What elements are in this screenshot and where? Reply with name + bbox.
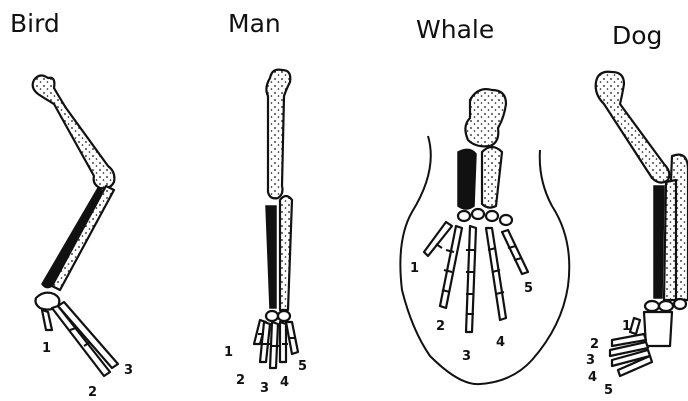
bird-digit-label: 3 xyxy=(124,363,133,378)
bird-humerus xyxy=(33,75,115,188)
dog-title: Dog xyxy=(612,21,662,50)
whale-carpal xyxy=(472,209,484,219)
whale-digit-3 xyxy=(466,226,476,332)
dog-metacarpals xyxy=(644,312,672,346)
whale-radius xyxy=(482,147,502,208)
man-digit-label: 2 xyxy=(236,373,245,388)
whale-digit-label: 1 xyxy=(410,261,419,276)
dog-forelimb xyxy=(596,72,688,376)
man-carpal xyxy=(266,311,278,321)
whale-carpal xyxy=(486,211,498,221)
man-digit-label: 5 xyxy=(298,359,307,374)
dog-carpal xyxy=(674,299,686,309)
whale-humerus xyxy=(465,89,506,146)
man-arm xyxy=(254,70,298,368)
whale-title: Whale xyxy=(416,15,494,44)
bird-digit-label: 2 xyxy=(88,385,97,400)
man-finger-4 xyxy=(280,322,286,362)
man-digit-label: 4 xyxy=(280,375,289,390)
whale-digit-label: 4 xyxy=(496,335,505,350)
whale-carpal xyxy=(458,211,470,221)
dog-panel: Dog 1 2 3 4 5 xyxy=(586,21,688,398)
dog-digit-label: 5 xyxy=(604,383,613,398)
dog-ulna xyxy=(654,186,664,298)
man-humerus xyxy=(266,70,290,199)
man-radius xyxy=(280,196,292,310)
dog-digit-label: 4 xyxy=(588,370,597,385)
dog-radius xyxy=(664,180,676,300)
bird-digit-1 xyxy=(42,310,52,330)
bird-title: Bird xyxy=(10,9,60,38)
man-digit-label: 1 xyxy=(224,345,233,360)
whale-digit-label: 2 xyxy=(436,319,445,334)
dog-carpal xyxy=(659,301,673,311)
whale-digit-4 xyxy=(486,228,506,320)
dog-digit-label: 2 xyxy=(590,337,599,352)
dog-humerus xyxy=(596,72,670,183)
whale-panel: Whale 1 2 3 4 5 xyxy=(400,15,569,384)
bird-digit-2 xyxy=(52,306,110,376)
man-panel: Man 1 2 3 4 5 xyxy=(224,9,307,396)
man-digit-label: 3 xyxy=(260,381,269,396)
bird-forelimb xyxy=(33,75,118,376)
whale-digit-label: 3 xyxy=(462,349,471,364)
whale-carpal xyxy=(500,215,512,225)
whale-digit-5 xyxy=(502,230,528,274)
man-carpal xyxy=(278,311,290,321)
dog-carpal xyxy=(645,301,659,311)
whale-digit-label: 5 xyxy=(524,281,533,296)
bird-digit-label: 1 xyxy=(42,341,51,356)
bird-digit-3 xyxy=(58,302,118,368)
dog-digit-label: 3 xyxy=(586,353,595,368)
man-ulna xyxy=(266,206,276,308)
bird-panel: Bird 1 2 3 xyxy=(10,9,133,400)
bird-radius xyxy=(52,186,114,290)
man-title: Man xyxy=(228,9,281,38)
whale-ulna xyxy=(458,149,476,209)
bird-ulna xyxy=(42,188,104,288)
dog-digit-label: 1 xyxy=(622,319,631,334)
dog-toe-1 xyxy=(630,318,640,334)
whale-flipper xyxy=(400,89,569,384)
